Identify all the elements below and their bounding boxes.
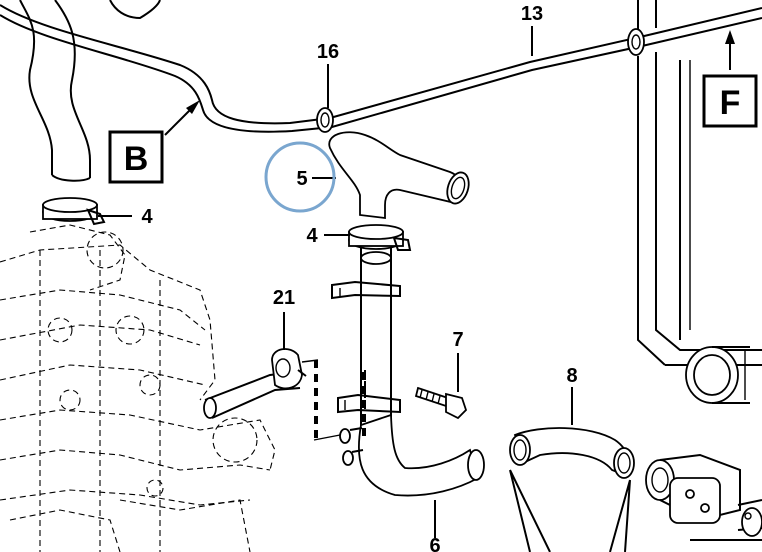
upper-left-hose	[19, 0, 161, 182]
hose-clamp-4-left	[42, 197, 106, 226]
callout-4-right: 4	[306, 225, 318, 247]
highlight-circle	[264, 141, 336, 213]
hose-5	[328, 131, 470, 220]
small-pipe-21	[203, 348, 366, 466]
engine-block	[0, 224, 276, 552]
callout-21: 21	[273, 287, 295, 309]
bolt-7	[414, 386, 468, 420]
hose-8	[509, 427, 635, 479]
vertical-pipe	[331, 248, 401, 430]
radiator-frame	[637, 0, 762, 404]
leader-lines	[98, 26, 735, 552]
view-ref-B-label: B	[124, 140, 149, 178]
hose-6	[357, 413, 485, 497]
callout-8: 8	[566, 365, 577, 387]
water-pump-outlet	[645, 453, 762, 541]
view-ref-F-label: F	[720, 84, 741, 122]
view-ref-B: B	[108, 130, 164, 184]
callout-6: 6	[429, 535, 440, 552]
callout-13: 13	[521, 3, 543, 25]
callout-4-left: 4	[141, 206, 153, 228]
hose-clamp-4-right	[348, 224, 412, 251]
view-ref-F: F	[702, 74, 758, 128]
callout-7: 7	[452, 329, 463, 351]
callout-5: 5	[296, 168, 307, 190]
coolant-pipe-13	[0, 4, 762, 133]
callout-16: 16	[317, 41, 339, 63]
